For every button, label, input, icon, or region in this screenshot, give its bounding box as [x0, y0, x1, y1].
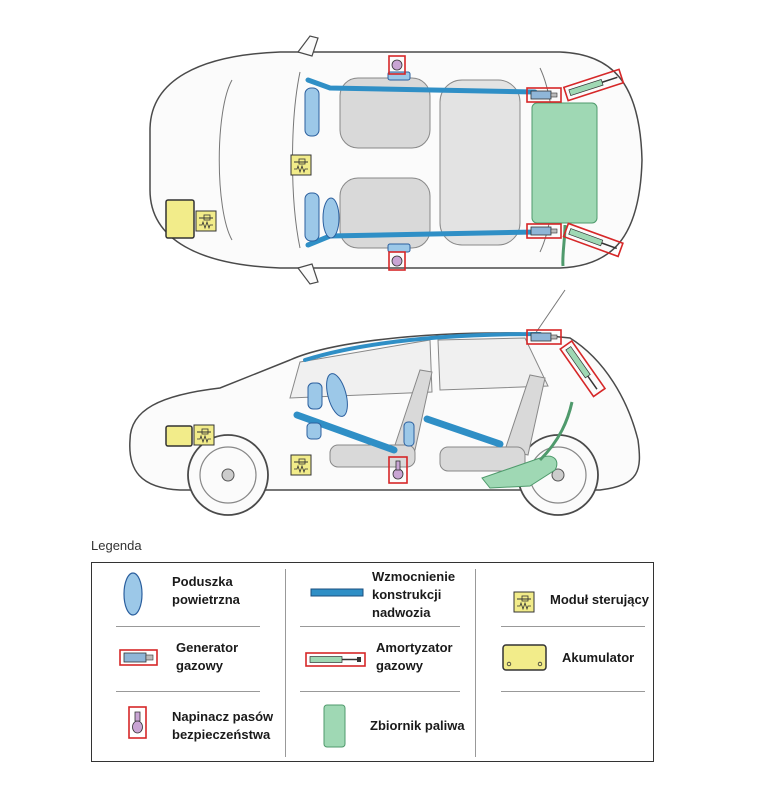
- legend-row-divider: [501, 626, 645, 627]
- legend-row-divider: [116, 626, 260, 627]
- top-airbag-front-upper: [304, 87, 320, 137]
- legend-column-divider: [285, 569, 286, 757]
- battery-icon: [502, 644, 547, 671]
- fuel-tank-icon: [323, 704, 346, 748]
- top-view: [149, 35, 643, 285]
- legend-label-battery: Akumulator: [562, 650, 635, 665]
- legend-row-divider: [116, 691, 260, 692]
- vehicle-diagram: [129, 35, 643, 516]
- legend-row-divider: [300, 691, 460, 692]
- seatbelt-pretensioner-icon: [128, 706, 147, 739]
- top-fuel-tank: [531, 102, 598, 224]
- legend-row-divider: [501, 691, 645, 692]
- airbag-icon: [123, 572, 143, 616]
- top-reinforcement-upper: [305, 77, 538, 95]
- legend-label-control-module: Moduł sterujący: [550, 592, 649, 607]
- legend-title: Legenda: [91, 538, 142, 553]
- side-view: [129, 289, 641, 516]
- top-airbag-front-lower: [304, 192, 320, 242]
- legend-label-fuel-tank: Zbiornik paliwa: [370, 718, 465, 733]
- gas-generator-icon: [119, 649, 158, 666]
- legend-row-divider: [300, 626, 460, 627]
- control-module-icon: [513, 591, 535, 613]
- legend-column-divider: [475, 569, 476, 757]
- body-reinforcement-icon: [310, 588, 364, 597]
- gas-strut-icon: [305, 652, 366, 667]
- top-battery: [165, 199, 195, 239]
- top-airbag-steering: [322, 197, 340, 239]
